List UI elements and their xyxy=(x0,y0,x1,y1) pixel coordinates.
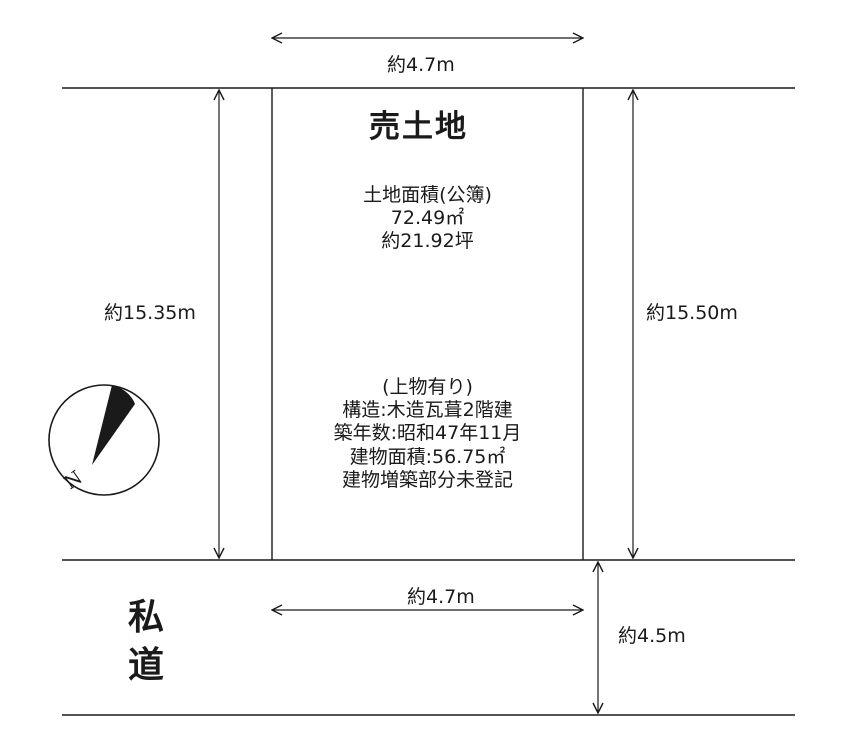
building-info: (上物有り) 構造:木造瓦葺2階建 築年数:昭和47年11月 建物面積:56.7… xyxy=(272,376,583,492)
left-depth-label: 約15.35m xyxy=(104,302,196,324)
road-width-label: 約4.5m xyxy=(618,625,686,647)
building-structure: 構造:木造瓦葺2階建 xyxy=(342,399,513,422)
building-heading: (上物有り) xyxy=(382,376,473,398)
right-depth-label: 約15.50m xyxy=(646,302,738,324)
top-width-label: 約4.7m xyxy=(387,54,455,76)
road-frontage-label: 約4.7m xyxy=(407,586,475,608)
compass-needle-icon xyxy=(92,385,135,465)
compass-circle xyxy=(48,384,160,496)
compass: N xyxy=(48,384,160,496)
land-info: 土地面積(公簿) 72.49㎡ 約21.92坪 xyxy=(272,184,583,254)
building-note: 建物増築部分未登記 xyxy=(341,468,513,491)
road-label-char1: 私 xyxy=(128,597,165,638)
land-area-sqm: 72.49㎡ xyxy=(390,207,465,230)
road-label-char2: 道 xyxy=(128,645,165,686)
building-floor-area: 建物面積:56.75㎡ xyxy=(349,445,506,468)
land-area-heading: 土地面積(公簿) xyxy=(363,184,492,206)
land-area-tsubo: 約21.92坪 xyxy=(381,230,474,253)
building-built: 築年数:昭和47年11月 xyxy=(333,422,522,445)
page-title: 売土地 xyxy=(369,109,468,145)
